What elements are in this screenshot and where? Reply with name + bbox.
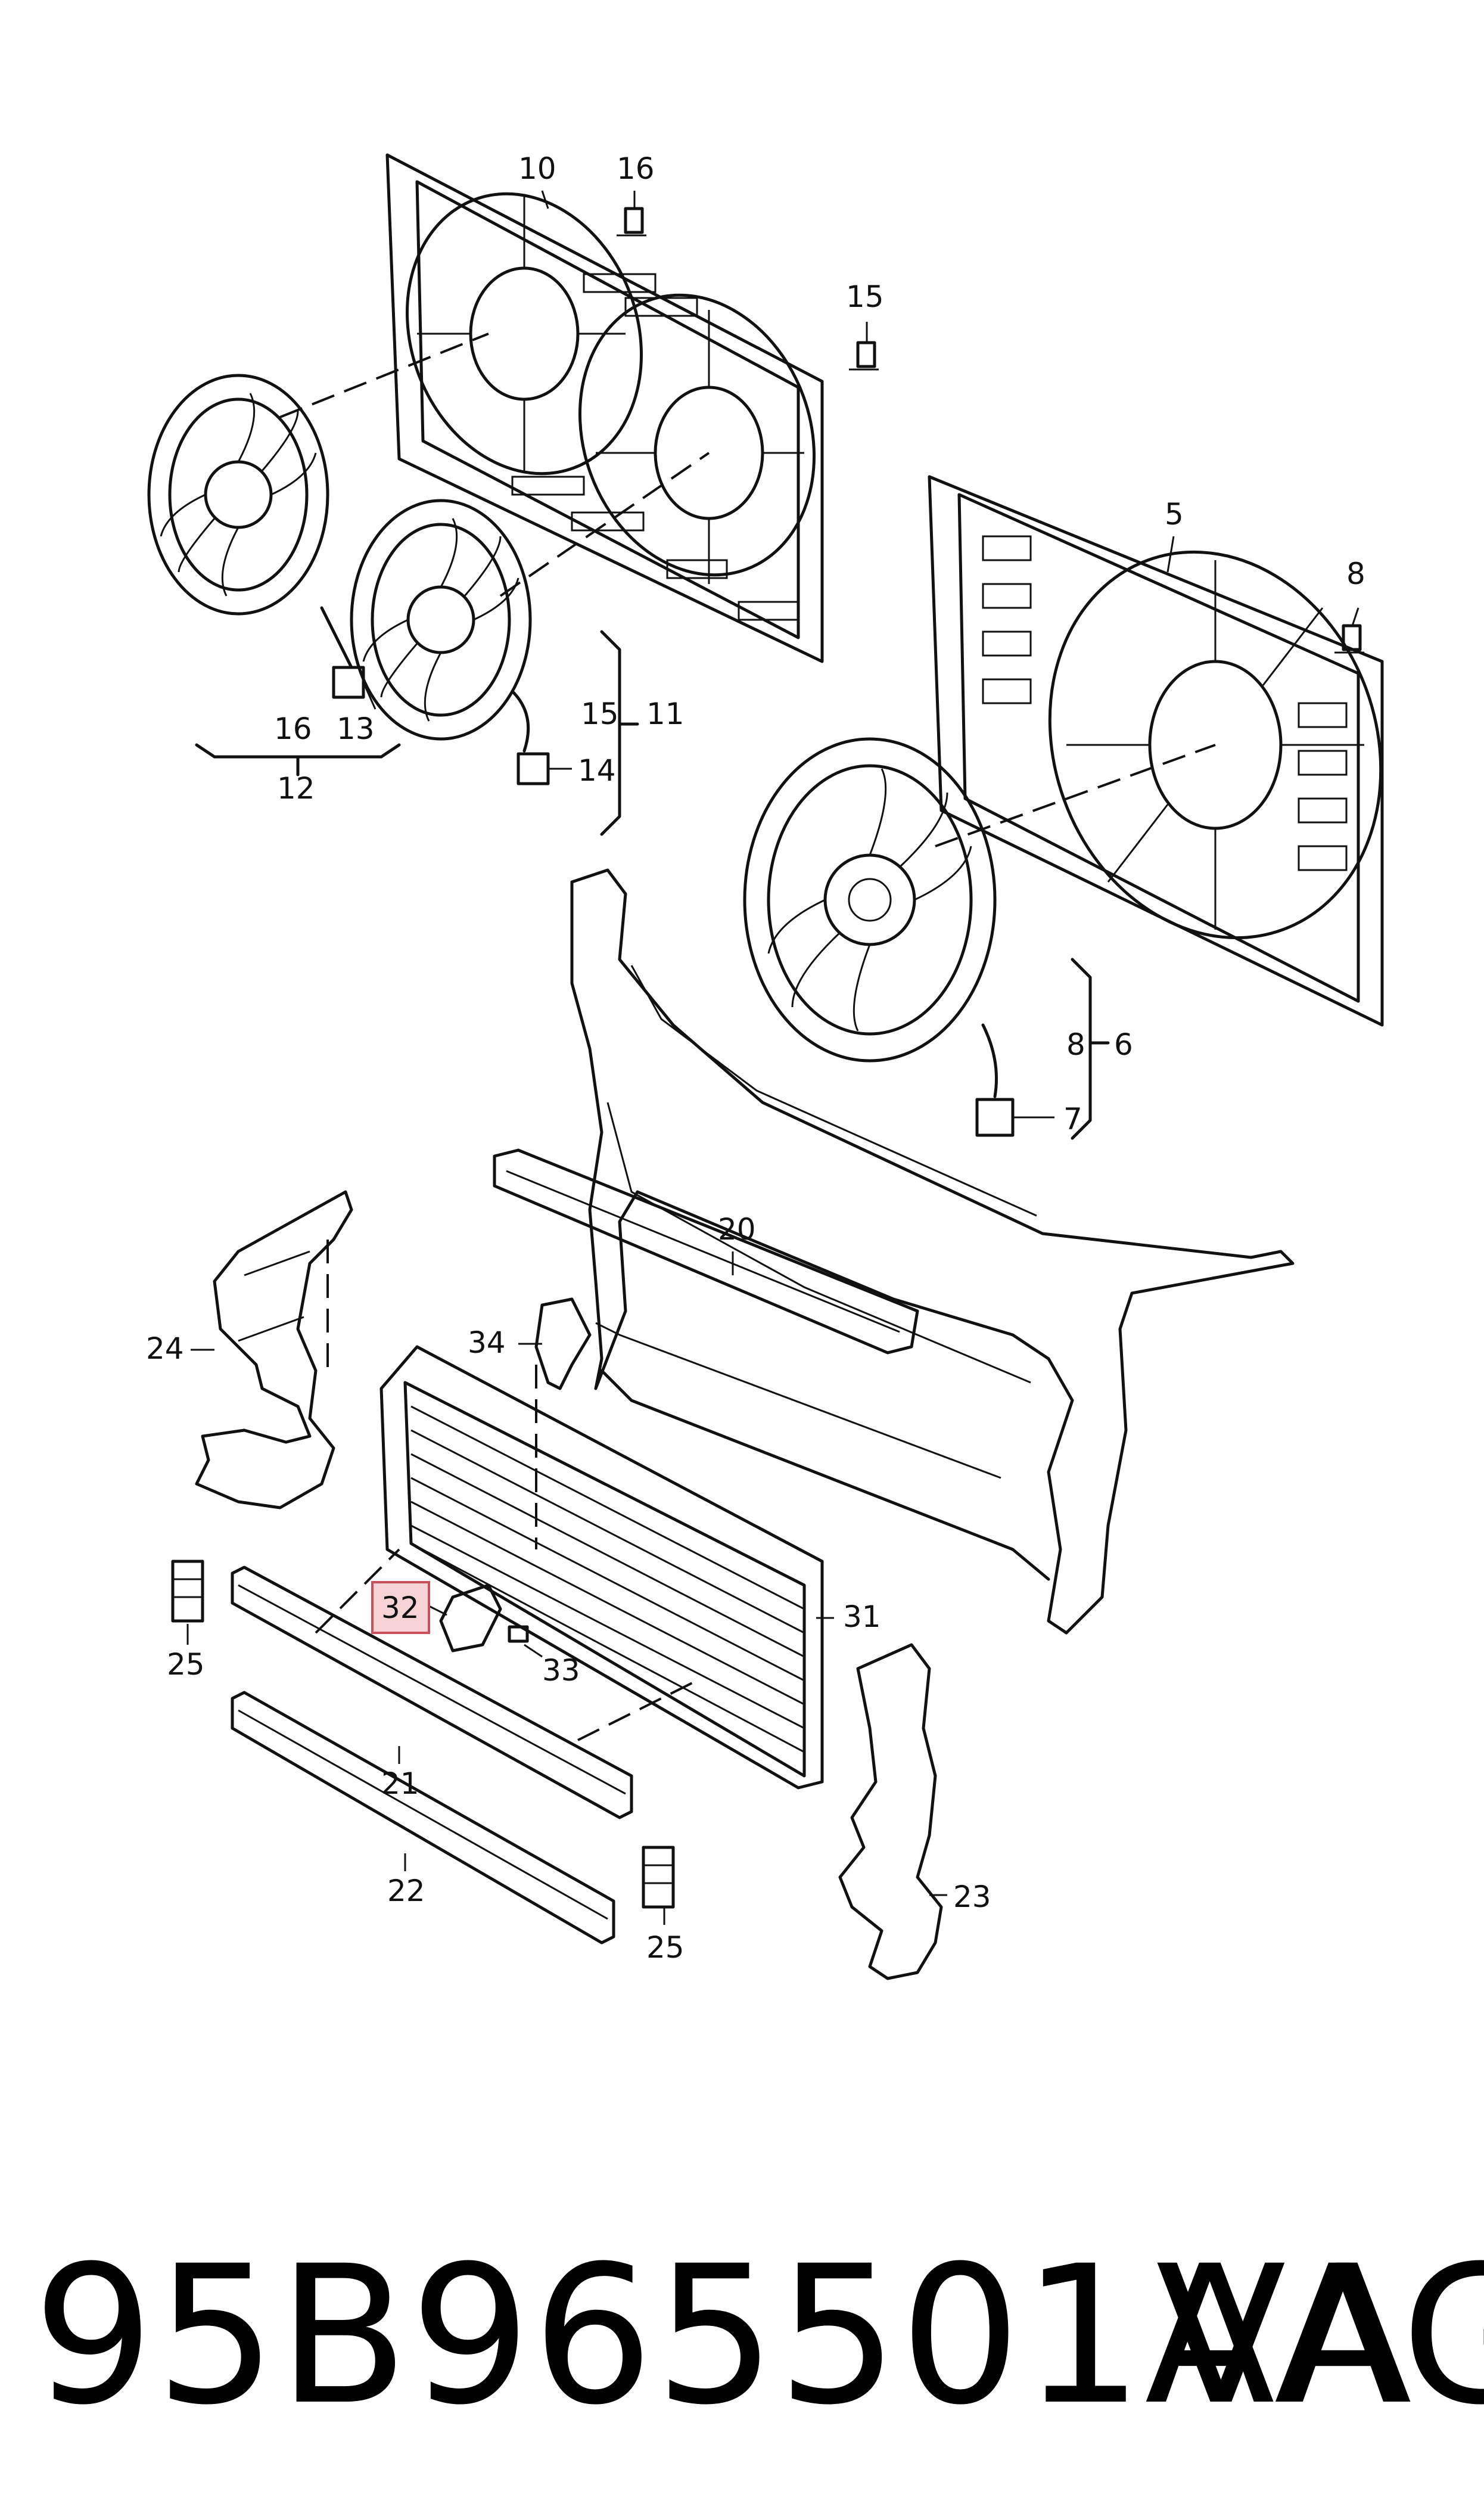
callout-21: 21 — [381, 1766, 419, 1801]
air-shutter — [379, 1345, 824, 1790]
callout-11: 11 — [646, 697, 685, 731]
callout-13: 13 — [337, 712, 375, 746]
callout-33: 33 — [542, 1653, 580, 1688]
fan-wheel-left — [147, 374, 329, 616]
callout-22: 22 — [387, 1874, 425, 1908]
callout-31: 31 — [843, 1599, 881, 1634]
screw-icon — [849, 341, 879, 371]
callout-32: 32 — [381, 1591, 419, 1625]
assembly-lines — [279, 333, 1216, 1741]
callout-23: 23 — [953, 1880, 991, 1914]
callout-15: 15 — [581, 697, 619, 731]
servo-motor — [439, 1583, 529, 1653]
callout-labels: 10 16 15 5 8 16 13 12 15 11 14 8 6 7 20 … — [146, 151, 1365, 1965]
lower-strip-22 — [231, 1691, 615, 1945]
brand-name: VAG — [1156, 2225, 1484, 2447]
callout-20: 20 — [718, 1212, 756, 1247]
part-number: 95B965501AA — [33, 2225, 1413, 2447]
callout-14: 14 — [578, 753, 616, 788]
fan-shroud-single — [928, 475, 1384, 1027]
callout-5: 5 — [1165, 497, 1184, 532]
air-duct-left — [195, 1190, 353, 1509]
cross-member — [493, 1148, 919, 1355]
callout-24: 24 — [146, 1331, 184, 1366]
callout-6: 6 — [1114, 1027, 1133, 1062]
screw-icon — [617, 207, 646, 237]
screw-icon — [1334, 624, 1364, 654]
lower-strip-21 — [231, 1566, 633, 1819]
fan-shroud-dual — [385, 153, 824, 663]
clip-icon — [171, 1560, 204, 1623]
highlight-box — [371, 1581, 430, 1634]
callout-8: 8 — [1346, 557, 1365, 591]
lock-carrier — [570, 868, 1295, 1635]
callout-12: 12 — [277, 771, 315, 806]
callout-25: 25 — [167, 1647, 205, 1682]
callout-7: 7 — [1063, 1102, 1082, 1136]
clip-icon — [642, 1846, 675, 1909]
callout-16: 16 — [617, 151, 655, 186]
callout-25: 25 — [646, 1930, 685, 1965]
callout-34: 34 — [468, 1325, 506, 1360]
leader-lines — [186, 190, 1359, 1925]
air-duct-right — [838, 1643, 943, 1980]
callout-15: 15 — [846, 279, 884, 314]
fan-wheel-large — [743, 737, 1015, 1137]
sensor-part — [534, 1297, 592, 1390]
callout-16: 16 — [274, 712, 312, 746]
callout-10: 10 — [518, 151, 556, 186]
fan-wheel-small — [350, 499, 550, 785]
callout-8: 8 — [1066, 1027, 1085, 1062]
exploded-parts-diagram: 10 16 15 5 8 16 13 12 15 11 14 8 6 7 20 … — [146, 151, 1384, 1980]
